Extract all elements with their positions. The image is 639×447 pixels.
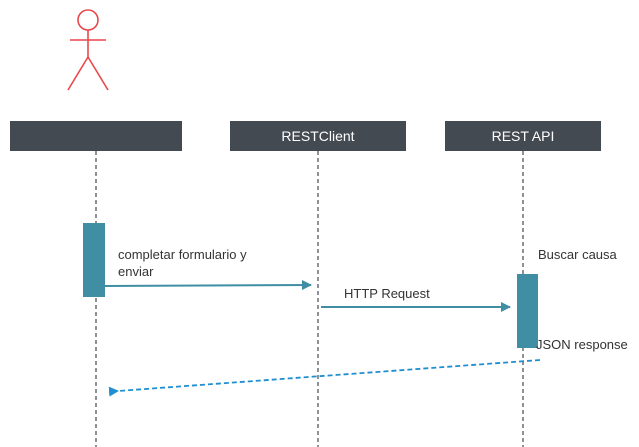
- message-json-response-arrow: [108, 359, 541, 397]
- message-complete-form-line1: completar formulario y: [118, 247, 247, 262]
- participant-restapi: REST API: [445, 121, 601, 151]
- message-http-request-label: HTTP Request: [344, 286, 430, 301]
- message-json-response-label: JSON response: [536, 337, 628, 352]
- participant-restclient: RESTClient: [230, 121, 406, 151]
- message-complete-form-arrow: [104, 280, 312, 291]
- stick-figure-icon: [67, 9, 109, 91]
- participant-restclient-label: RESTClient: [281, 128, 354, 144]
- participant-user: [10, 121, 182, 151]
- activation-user: [83, 223, 105, 297]
- participant-restapi-label: REST API: [492, 128, 555, 144]
- activation-restapi: [517, 274, 538, 348]
- message-complete-form-line2: enviar: [118, 264, 154, 279]
- message-buscar-causa-label: Buscar causa: [538, 247, 618, 262]
